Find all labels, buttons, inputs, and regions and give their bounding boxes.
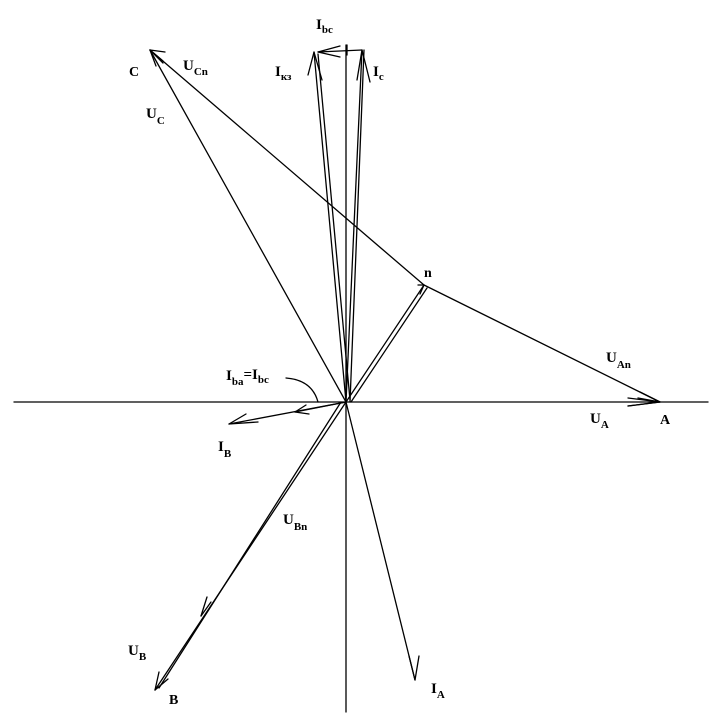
label-i-bc-top: Ibc: [316, 17, 333, 36]
vector-i-c: [345, 49, 371, 403]
vector-i-bc: [317, 44, 363, 58]
label-u-cn: UCn: [183, 58, 208, 78]
label-i-b: IB: [218, 439, 232, 460]
line-c-to-n: [149, 49, 425, 286]
vector-u-c: [149, 49, 347, 403]
label-point-a: A: [660, 413, 671, 428]
vector-u-b: [154, 401, 347, 691]
label-u-an: UAn: [606, 350, 631, 371]
label-u-a: UA: [590, 411, 609, 431]
vector-origin-to-n: [345, 284, 428, 403]
vector-i-a: [345, 401, 420, 681]
label-i-a: IA: [431, 681, 445, 701]
label-point-b: B: [169, 693, 178, 708]
label-point-c: C: [129, 65, 139, 80]
label-u-b: UB: [128, 643, 147, 663]
label-u-bn: UBn: [283, 512, 307, 533]
vector-u-cn-arrowhead: [149, 49, 166, 64]
vector-i-kz: [307, 51, 351, 403]
label-i-ba-eq-i-bc: Iba=Ibc: [226, 367, 269, 388]
vector-i-ba: [285, 377, 347, 415]
label-u-c: UC: [146, 106, 165, 127]
label-i-c: Ic: [373, 64, 384, 83]
label-i-kz: Iкз: [275, 64, 292, 83]
line-n-to-a: [423, 284, 661, 403]
vector-u-an-arrowhead: [637, 391, 661, 403]
label-point-n: n: [424, 266, 432, 281]
